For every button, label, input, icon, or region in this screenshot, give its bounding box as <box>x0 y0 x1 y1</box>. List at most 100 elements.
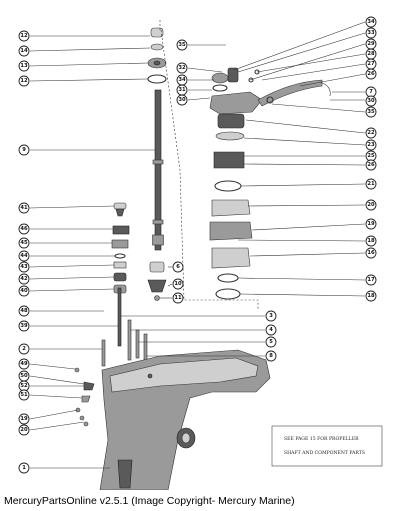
callout-5: 5 <box>265 336 277 348</box>
svg-text:35: 35 <box>367 109 375 115</box>
callout-43: 43 <box>18 261 30 273</box>
callout-33: 33 <box>365 27 377 39</box>
callout-44: 44 <box>18 250 30 262</box>
callout-22: 22 <box>365 127 377 139</box>
svg-text:14: 14 <box>20 48 28 54</box>
svg-text:20: 20 <box>367 202 375 208</box>
callout-35-center: 35 <box>176 39 188 51</box>
callout-32: 32 <box>176 62 188 74</box>
svg-text:6: 6 <box>176 264 180 270</box>
svg-text:18: 18 <box>367 238 375 244</box>
svg-text:19: 19 <box>20 416 28 422</box>
svg-text:9: 9 <box>22 147 26 153</box>
callout-50: 50 <box>18 370 30 382</box>
svg-text:18: 18 <box>367 293 375 299</box>
callout-28: 28 <box>365 48 377 60</box>
left-callouts: 12 14 13 12 9 41 46 45 44 43 42 40 48 39… <box>18 30 30 474</box>
svg-text:27: 27 <box>367 61 375 67</box>
gear-housing <box>99 349 271 490</box>
svg-text:31: 31 <box>178 87 186 93</box>
svg-text:12: 12 <box>20 78 28 84</box>
callout-18-lower: 18 <box>365 290 377 302</box>
svg-text:28: 28 <box>367 51 375 57</box>
svg-text:32: 32 <box>178 65 186 71</box>
callout-41: 41 <box>18 202 30 214</box>
callout-3: 3 <box>265 310 277 322</box>
studs-and-screws <box>74 287 148 427</box>
callout-16: 16 <box>365 247 377 259</box>
svg-text:40: 40 <box>20 288 28 294</box>
callout-52: 52 <box>18 380 30 392</box>
callout-2: 2 <box>18 343 30 355</box>
svg-text:30: 30 <box>367 98 375 104</box>
callout-14: 14 <box>18 45 30 57</box>
callout-27: 27 <box>365 58 377 70</box>
callout-30-center: 30 <box>176 94 188 106</box>
svg-text:26: 26 <box>367 162 375 168</box>
callout-8: 8 <box>265 350 277 362</box>
note-line-1: SEE PAGE 15 FOR PROPELLER <box>284 436 359 442</box>
drive-shaft <box>152 89 164 251</box>
svg-text:43: 43 <box>20 264 28 270</box>
callout-45: 45 <box>18 237 30 249</box>
callout-51: 51 <box>18 389 30 401</box>
callout-6: 6 <box>172 261 184 273</box>
svg-text:16: 16 <box>367 250 375 256</box>
callout-17: 17 <box>365 274 377 286</box>
svg-text:19: 19 <box>367 221 375 227</box>
callout-11: 11 <box>172 292 184 304</box>
svg-text:45: 45 <box>20 240 28 246</box>
water-pump-parts <box>209 67 331 300</box>
svg-text:39: 39 <box>20 323 28 329</box>
callout-23: 23 <box>365 139 377 151</box>
svg-text:26: 26 <box>367 71 375 77</box>
callout-10: 10 <box>172 278 184 290</box>
svg-text:29: 29 <box>367 41 375 47</box>
svg-text:23: 23 <box>367 142 375 148</box>
callout-31: 31 <box>176 84 188 96</box>
callout-49: 49 <box>18 358 30 370</box>
svg-text:13: 13 <box>20 63 28 69</box>
svg-text:1: 1 <box>22 465 26 471</box>
svg-text:33: 33 <box>367 30 375 36</box>
svg-text:21: 21 <box>367 181 375 187</box>
callout-26-top: 26 <box>365 68 377 80</box>
svg-text:44: 44 <box>20 253 28 259</box>
svg-text:12: 12 <box>20 33 28 39</box>
right-callouts: 34 33 29 28 27 26 7 30 35 22 23 25 26 21… <box>265 16 377 362</box>
pinion-gear-parts <box>147 261 167 301</box>
image-caption: MercuryPartsOnline v2.5.1 (Image Copyrig… <box>4 495 295 507</box>
callout-35: 35 <box>365 106 377 118</box>
callout-7: 7 <box>365 86 377 98</box>
svg-text:52: 52 <box>20 383 28 389</box>
svg-text:49: 49 <box>20 361 28 367</box>
callout-26: 26 <box>365 159 377 171</box>
svg-text:34: 34 <box>367 19 375 25</box>
callout-39: 39 <box>18 320 30 332</box>
svg-text:46: 46 <box>20 226 28 232</box>
svg-text:10: 10 <box>174 281 182 287</box>
callout-12-lower: 12 <box>18 75 30 87</box>
svg-text:25: 25 <box>367 153 375 159</box>
callout-20: 20 <box>18 424 30 436</box>
note-line-2: SHAFT AND COMPONENT PARTS <box>284 450 365 456</box>
callout-42: 42 <box>18 273 30 285</box>
svg-text:30: 30 <box>178 97 186 103</box>
callout-29: 29 <box>365 38 377 50</box>
svg-text:41: 41 <box>20 205 28 211</box>
callout-9: 9 <box>18 144 30 156</box>
callout-20-right: 20 <box>365 199 377 211</box>
svg-text:48: 48 <box>20 308 28 314</box>
callout-18-upper: 18 <box>365 235 377 247</box>
propeller-note: SEE PAGE 15 FOR PROPELLER SHAFT AND COMP… <box>271 425 383 467</box>
callout-19-right: 19 <box>365 218 377 230</box>
callout-34: 34 <box>365 16 377 28</box>
center-callouts: 35 32 34 31 30 6 10 11 <box>172 39 188 304</box>
callout-1: 1 <box>18 462 30 474</box>
callout-21: 21 <box>365 178 377 190</box>
svg-text:42: 42 <box>20 276 28 282</box>
svg-text:20: 20 <box>20 427 28 433</box>
svg-text:7: 7 <box>369 89 373 95</box>
exploded-parts-diagram: 12 14 13 12 9 41 46 45 44 43 42 40 48 39… <box>18 16 383 490</box>
svg-text:35: 35 <box>178 42 186 48</box>
